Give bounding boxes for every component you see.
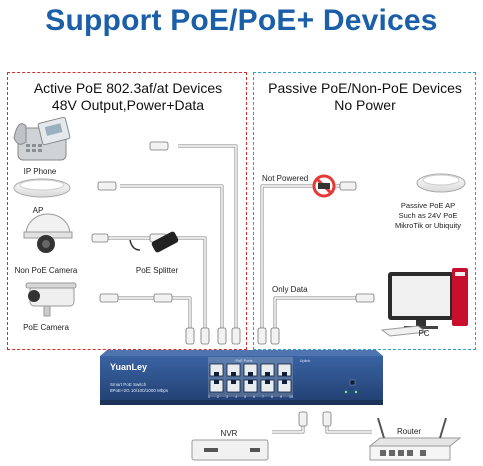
switch-power-led xyxy=(344,379,358,394)
switch-port-notch xyxy=(248,372,253,376)
ap-icon xyxy=(13,178,71,198)
switch-port-number: 10 xyxy=(289,395,293,399)
active-poe-heading-line2: 48V Output,Power+Data xyxy=(51,97,205,113)
ip-phone-icon xyxy=(13,116,71,161)
non-poe-camera-label: Non PoE Camera xyxy=(15,266,78,275)
passive-ap-label-line1: Passive PoE AP xyxy=(401,201,455,210)
switch-model-line2: 8PoE+2G 10/100/1000 Mbps xyxy=(110,388,169,393)
cable-pc xyxy=(273,296,365,336)
dome-camera-icon xyxy=(23,213,73,253)
active-poe-panel xyxy=(7,72,247,350)
switch-uplink-label: Uplink xyxy=(300,359,311,363)
switch-port-notch xyxy=(214,380,219,384)
only-data-label: Only Data xyxy=(272,285,308,294)
poe-splitter-label: PoE Splitter xyxy=(136,266,179,275)
pc-icon xyxy=(380,268,468,337)
switch-port-notch xyxy=(231,380,236,384)
ap-label: AP xyxy=(33,206,44,215)
switch-port-number: 9 xyxy=(280,395,282,399)
cable-router xyxy=(325,415,372,434)
passive-poe-heading-line1: Passive PoE/Non-PoE Devices xyxy=(268,80,462,96)
switch-port-number: 4 xyxy=(235,395,237,399)
passive-ap-label-line3: MikroTik or Ubiquity xyxy=(395,221,461,230)
switch-port-notch xyxy=(214,372,219,376)
poe-camera-label: PoE Camera xyxy=(23,323,69,332)
switch-port-number: 8 xyxy=(271,395,273,399)
cable-nvr xyxy=(272,415,305,434)
ip-phone-label: IP Phone xyxy=(24,167,57,176)
passive-ap-icon xyxy=(416,173,466,193)
poe-splitter-icon xyxy=(129,231,179,253)
passive-poe-heading-line2: No Power xyxy=(334,97,396,113)
switch-port-notch xyxy=(282,380,287,384)
switch-port-number: 2 xyxy=(217,395,219,399)
switch-port-number: 6 xyxy=(253,395,255,399)
switch-brand: YuanLey xyxy=(110,362,147,372)
passive-ap-label-line2: Such as 24V PoE xyxy=(399,211,458,220)
nvr-device xyxy=(191,439,269,461)
pc-label: PC xyxy=(418,329,429,338)
switch-port-notch xyxy=(265,380,270,384)
not-powered-label: Not Powered xyxy=(262,174,308,183)
switch-port-number: 5 xyxy=(244,395,246,399)
switch-port-notch xyxy=(231,372,236,376)
switch-port-number: 7 xyxy=(262,395,264,399)
cable-poe-camera xyxy=(100,296,192,336)
switch-port-notch xyxy=(282,372,287,376)
not-powered-icon xyxy=(312,174,336,198)
nvr-label: NVR xyxy=(221,429,238,438)
switch-port-notch xyxy=(248,380,253,384)
switch-port-notch xyxy=(265,372,270,376)
switch-port-number: 1 xyxy=(208,395,210,399)
switch-port-number: 3 xyxy=(226,395,228,399)
switch-port-numbers: 1 2 3 4 5 6 7 8 9 10 xyxy=(208,395,293,399)
switch-model-line1: Smart PoE Switch xyxy=(110,382,147,387)
cable-ip-phone xyxy=(178,144,238,336)
rj45-connectors xyxy=(91,141,375,427)
router-device xyxy=(368,417,462,461)
router-label: Router xyxy=(397,427,421,436)
passive-poe-panel xyxy=(253,72,476,350)
active-poe-heading-line1: Active PoE 802.3af/at Devices xyxy=(33,80,223,96)
cable-ap xyxy=(120,184,224,336)
switch-poe-port-label: PoE Ports xyxy=(235,359,252,363)
switch-ports xyxy=(209,363,292,393)
bullet-camera-icon xyxy=(25,282,77,317)
page-title: Support PoE/PoE+ Devices xyxy=(45,4,438,37)
